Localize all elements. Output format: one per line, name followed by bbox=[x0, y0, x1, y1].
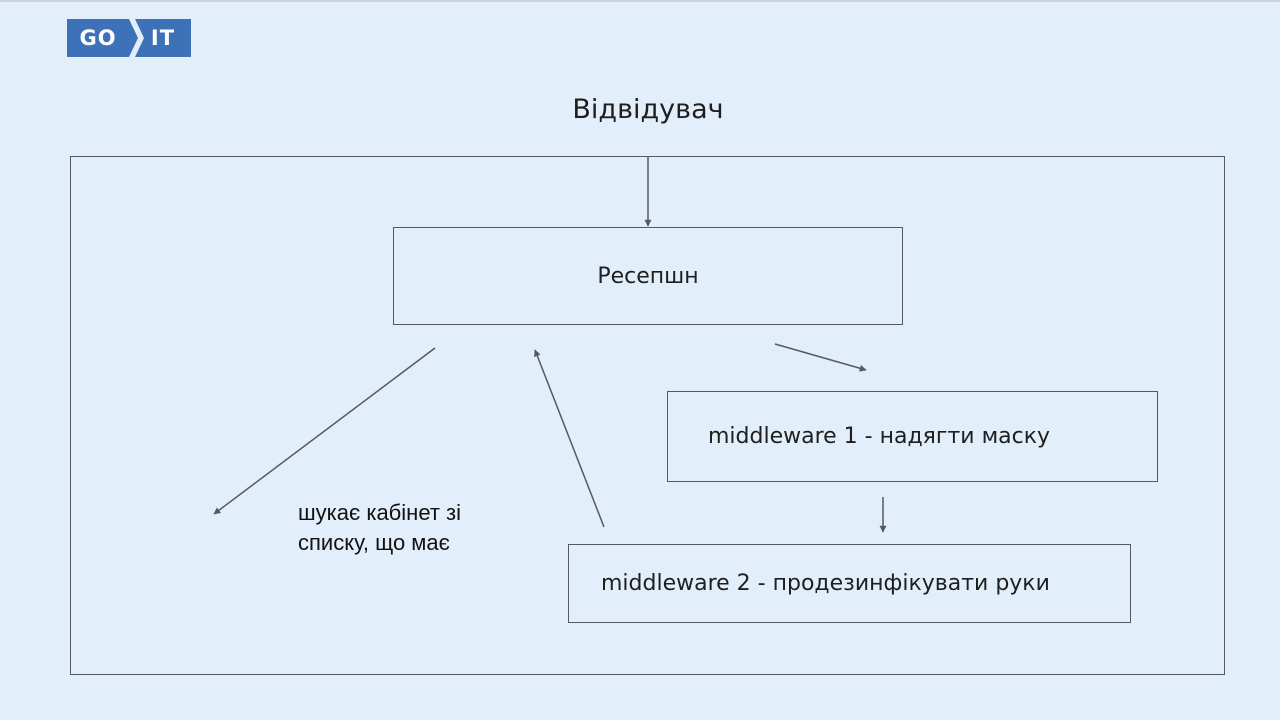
note-line-1: шукає кабінет зі bbox=[298, 500, 461, 525]
top-border-strip bbox=[0, 0, 1280, 2]
goit-logo-shape bbox=[67, 19, 191, 57]
middleware2-node-label: middleware 2 - продезинфікувати руки bbox=[601, 571, 1050, 596]
reception-node-label: Ресепшн bbox=[597, 263, 699, 289]
arrow-reception-to-office-search bbox=[213, 347, 436, 515]
note-line-2: списку, що має bbox=[298, 530, 450, 555]
arrow-middleware2-to-reception bbox=[534, 349, 605, 528]
arrow-reception-to-middleware1 bbox=[774, 343, 867, 372]
middleware2-node: middleware 2 - продезинфікувати руки bbox=[568, 544, 1131, 623]
search-office-note: шукає кабінет зі списку, що має bbox=[298, 498, 528, 558]
logo-text-it: IT bbox=[150, 26, 176, 50]
middleware1-node: middleware 1 - надягти маску bbox=[667, 391, 1158, 482]
visitor-label: Відвідувач bbox=[572, 94, 724, 125]
middleware1-node-label: middleware 1 - надягти маску bbox=[708, 424, 1051, 449]
reception-node: Ресепшн bbox=[393, 227, 903, 325]
logo-text-go: GO bbox=[79, 26, 117, 50]
goit-logo: GO IT bbox=[67, 19, 191, 57]
